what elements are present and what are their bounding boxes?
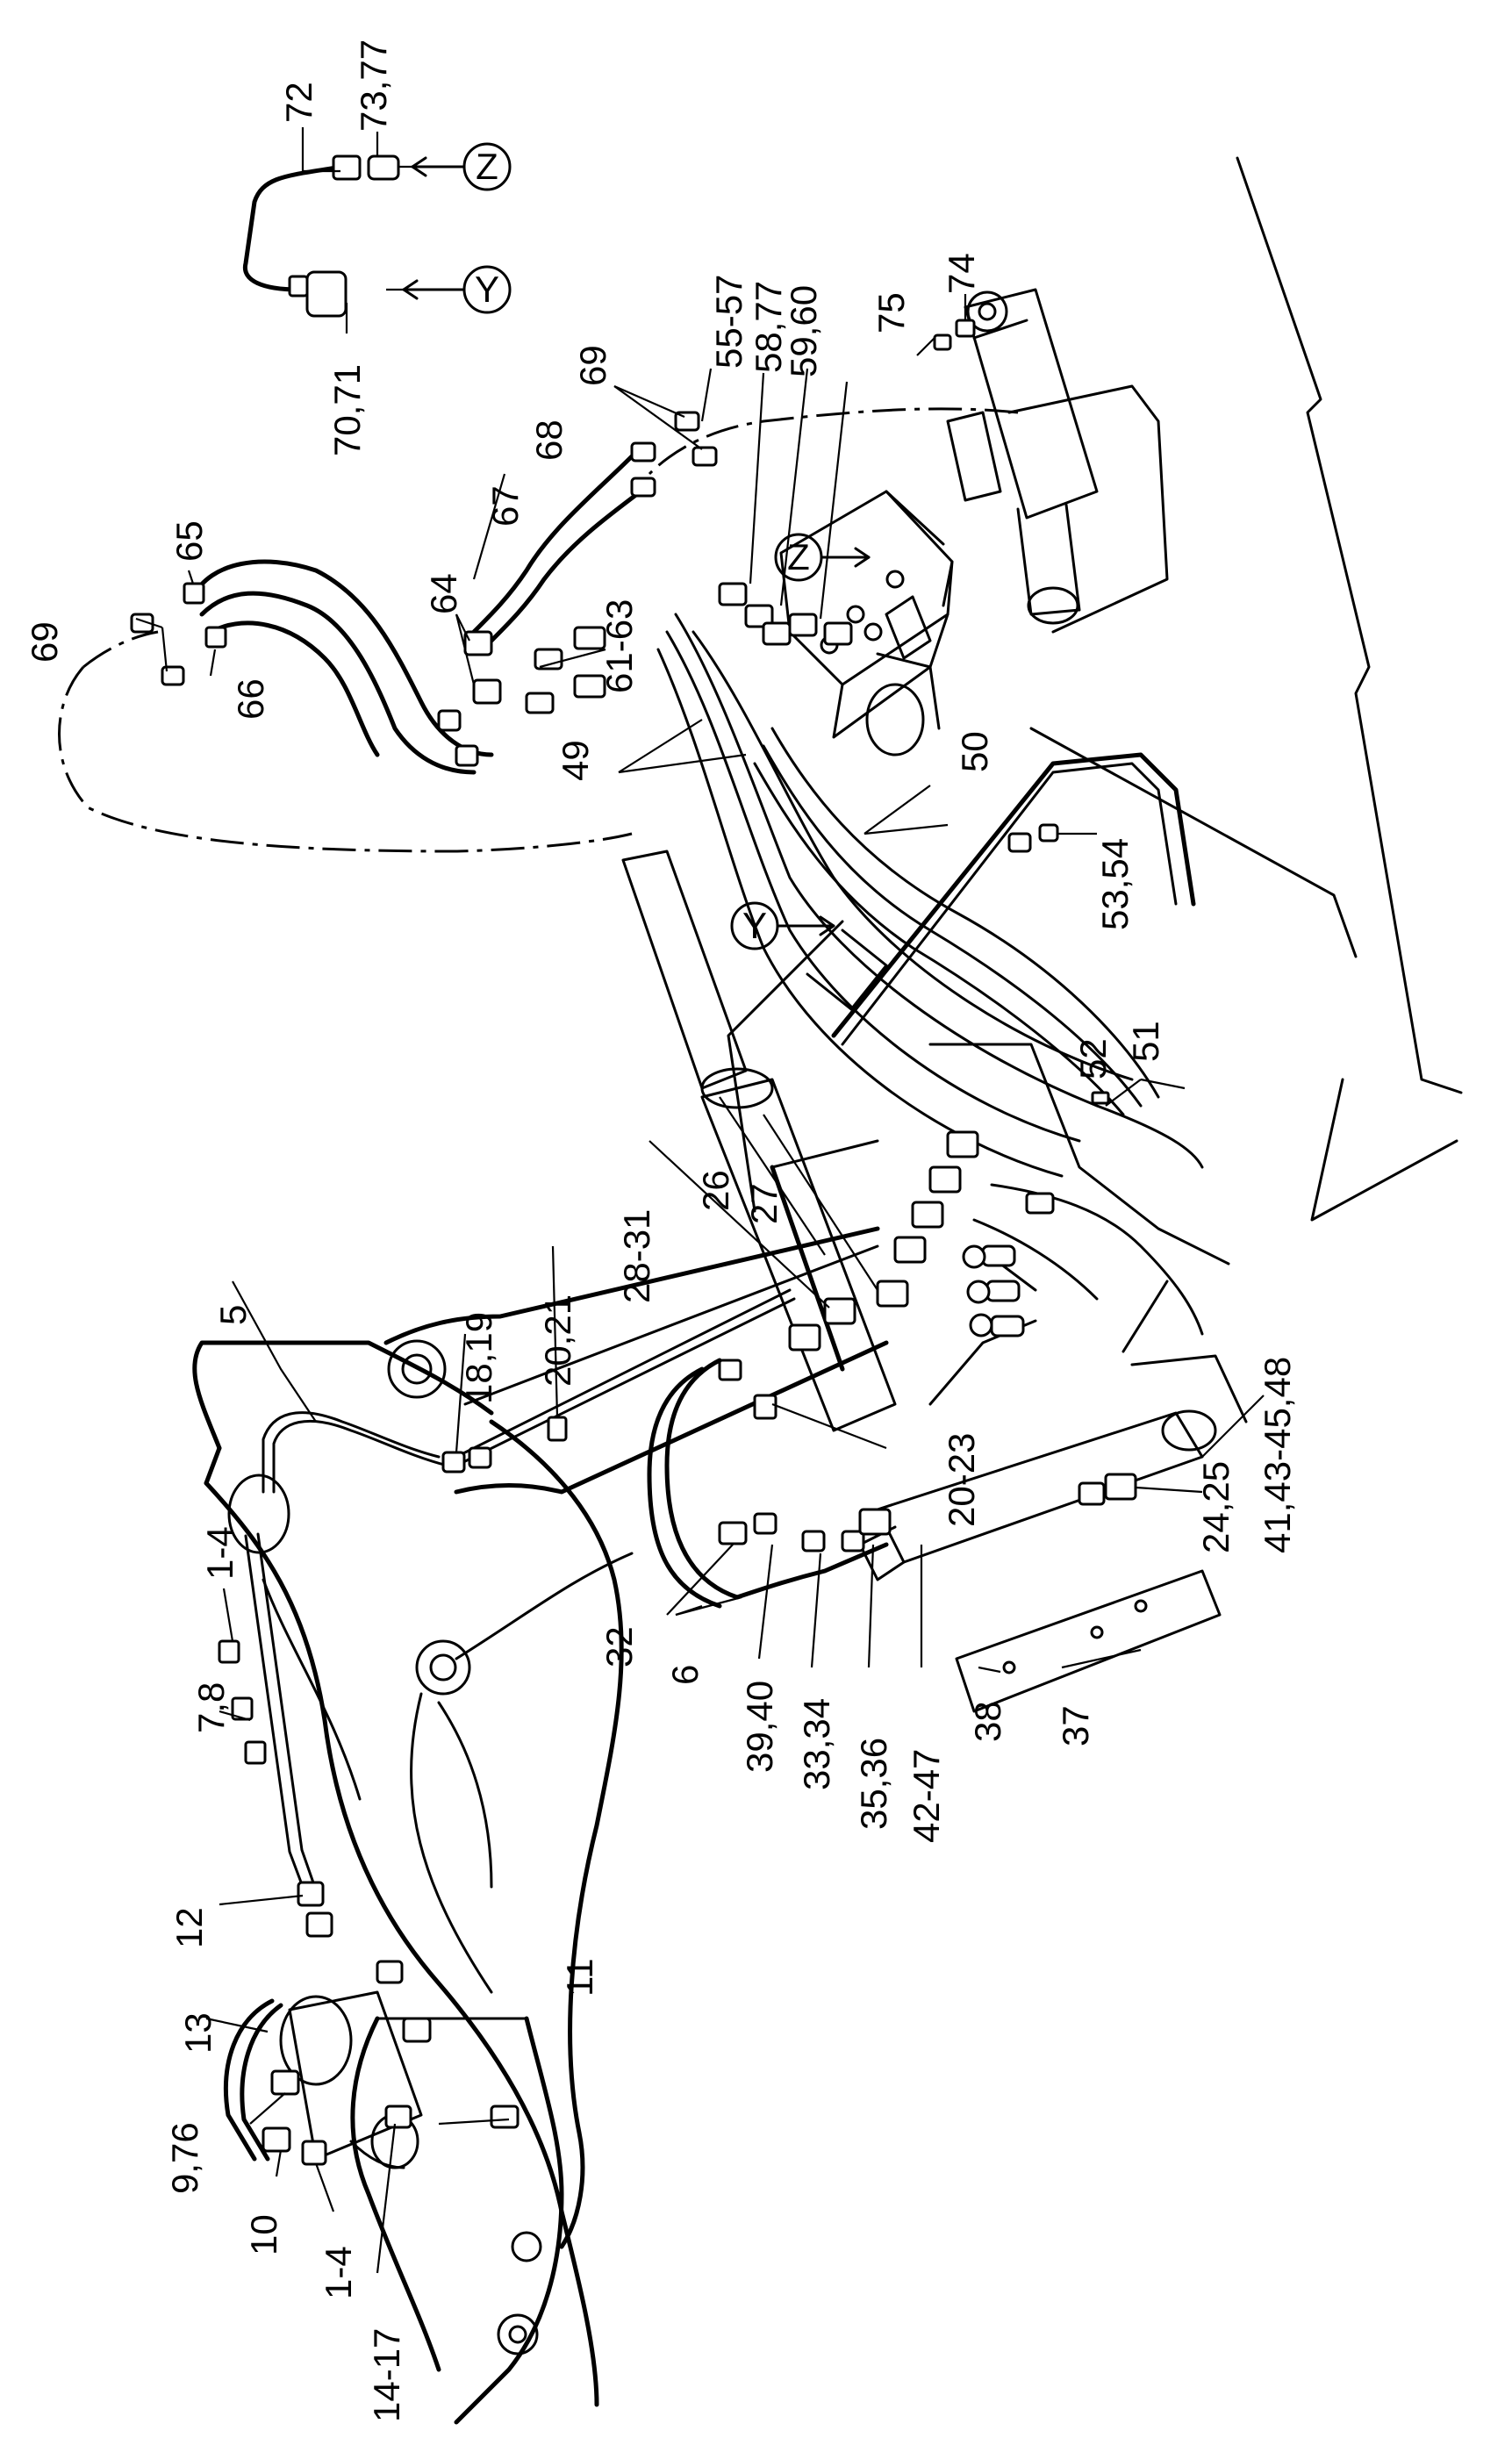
marker-label: Z: [787, 536, 810, 577]
part-label: 72: [278, 82, 319, 123]
part-label: 52: [1072, 1038, 1114, 1079]
part-label: 66: [230, 678, 271, 720]
part-label: 70,71: [326, 364, 368, 456]
part-label: 7,8: [190, 1682, 232, 1733]
part-label: 38: [967, 1701, 1008, 1742]
part-label: 24,25: [1195, 1461, 1236, 1553]
part-label: 65: [168, 520, 210, 562]
part-label: 59,60: [783, 285, 824, 377]
part-label: 37: [1055, 1705, 1096, 1746]
view-marker-y-top: Y: [402, 265, 512, 314]
fittings: [130, 154, 1137, 2166]
part-label: 18,19: [458, 1312, 499, 1404]
dipper-arm: [350, 2016, 564, 2425]
part-label: 50: [954, 731, 995, 772]
machine-frame-outline: [727, 156, 1463, 1423]
view-marker-y-boom: Y: [730, 901, 835, 950]
boom-cylinder: [621, 850, 897, 1432]
leader-lines: [135, 127, 1265, 2274]
part-label: 41,43-45,48: [1257, 1357, 1298, 1553]
part-label: 75: [871, 292, 912, 333]
part-label: 53,54: [1094, 838, 1136, 930]
view-marker-z-valve: Z: [774, 533, 871, 582]
part-label: 14-17: [366, 2328, 407, 2422]
marker-label: Z: [476, 146, 498, 187]
part-label: 33,34: [796, 1698, 837, 1790]
part-label: 49: [555, 740, 596, 781]
part-label: 69: [24, 621, 65, 663]
boom-arm: [192, 1340, 624, 2407]
part-label: 51: [1125, 1021, 1166, 1062]
part-label: 10: [243, 2214, 284, 2255]
part-label: 1-4: [318, 2246, 359, 2299]
part-label: 5: [212, 1305, 254, 1325]
part-label: 26: [695, 1170, 736, 1211]
part-label: 12: [168, 1907, 210, 1948]
part-label: 6: [664, 1665, 706, 1685]
bucket-cylinder: [279, 1990, 423, 2169]
right-hydraulic-cylinder: [946, 288, 1099, 625]
part-label: 64: [423, 573, 464, 614]
lower-cylinder: [858, 1409, 1217, 1581]
part-label: 74: [941, 253, 982, 294]
part-label: 11: [559, 1958, 600, 1997]
part-label: 73,77: [353, 39, 394, 132]
part-label: 67: [484, 485, 526, 527]
view-marker-z-top: Z: [411, 142, 512, 191]
marker-label: Y: [742, 905, 767, 946]
guard-plate: [955, 1569, 1222, 1713]
part-label: 20,21: [537, 1294, 578, 1387]
part-label: 69: [572, 345, 613, 386]
part-label: 58,77: [748, 281, 789, 373]
machine-outline-dashdot: [58, 407, 1019, 853]
hydraulic-hoses: [190, 164, 1204, 2162]
part-label: 35,36: [853, 1738, 894, 1830]
part-number-labels: 72 73,77 70,71 75 74 55-57 58,77 59,60 6…: [24, 39, 1298, 2422]
upper-boom: [383, 1226, 889, 1696]
part-label: 27: [743, 1183, 785, 1224]
part-label: 32: [598, 1626, 640, 1667]
part-label: 42-47: [906, 1749, 947, 1843]
part-label: 68: [528, 419, 570, 461]
part-label: 20-23: [941, 1433, 982, 1527]
part-label: 9,76: [164, 2122, 205, 2194]
marker-label: Y: [475, 269, 499, 310]
part-label: 1-4: [199, 1526, 240, 1580]
part-label: 55-57: [708, 275, 749, 369]
part-label: 39,40: [739, 1681, 780, 1773]
part-label: 28-31: [616, 1209, 657, 1303]
part-label: 13: [177, 2012, 219, 2054]
part-label: 61-63: [598, 599, 640, 693]
